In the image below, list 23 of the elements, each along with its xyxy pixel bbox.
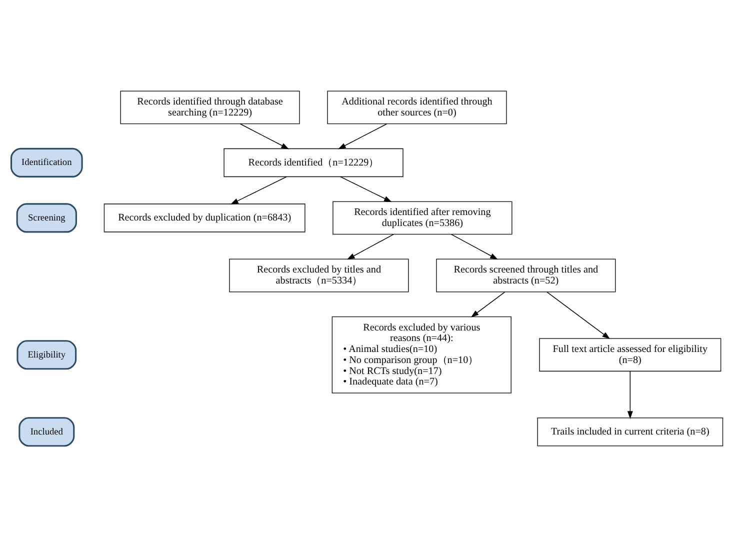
arrow <box>338 123 388 149</box>
node-box: Records screened through titles and abstracts (n=52) <box>436 258 616 292</box>
node-box: Included <box>18 416 75 446</box>
node-box: Screening <box>16 202 77 232</box>
arrow <box>470 291 506 317</box>
node-box: Records identified（n=12229） <box>224 148 404 177</box>
node-box: Records identified through database searching (n=12229) <box>120 90 300 124</box>
arrow <box>346 233 394 260</box>
node-box: Records identified after removing duplicates (n=5386) <box>332 200 512 234</box>
arrow <box>240 123 290 149</box>
arrow <box>450 233 498 260</box>
node-box: Identification <box>10 147 83 177</box>
arrow <box>340 176 392 202</box>
node-box: Trails included in current criteria (n=8) <box>537 417 724 446</box>
node-box: Eligibility <box>16 340 77 370</box>
node-box: Records excluded by various reasons (n=44): • Animal studies(n=10) • No comparison group（n=10） • Not RCTs study(n=17) • Inadequate data (n=7) <box>332 316 512 393</box>
arrow <box>627 370 633 418</box>
node-box: Records excluded by duplication (n=6843) <box>104 203 306 232</box>
node-box: Full text article assessed for eligibility (n=8) <box>539 338 722 372</box>
arrow <box>230 176 287 204</box>
node-box: Records excluded by titles and abstracts（n=5334） <box>229 258 409 292</box>
node-box: Additional records identified through other sources (n=0) <box>327 90 507 124</box>
arrow <box>546 291 610 339</box>
